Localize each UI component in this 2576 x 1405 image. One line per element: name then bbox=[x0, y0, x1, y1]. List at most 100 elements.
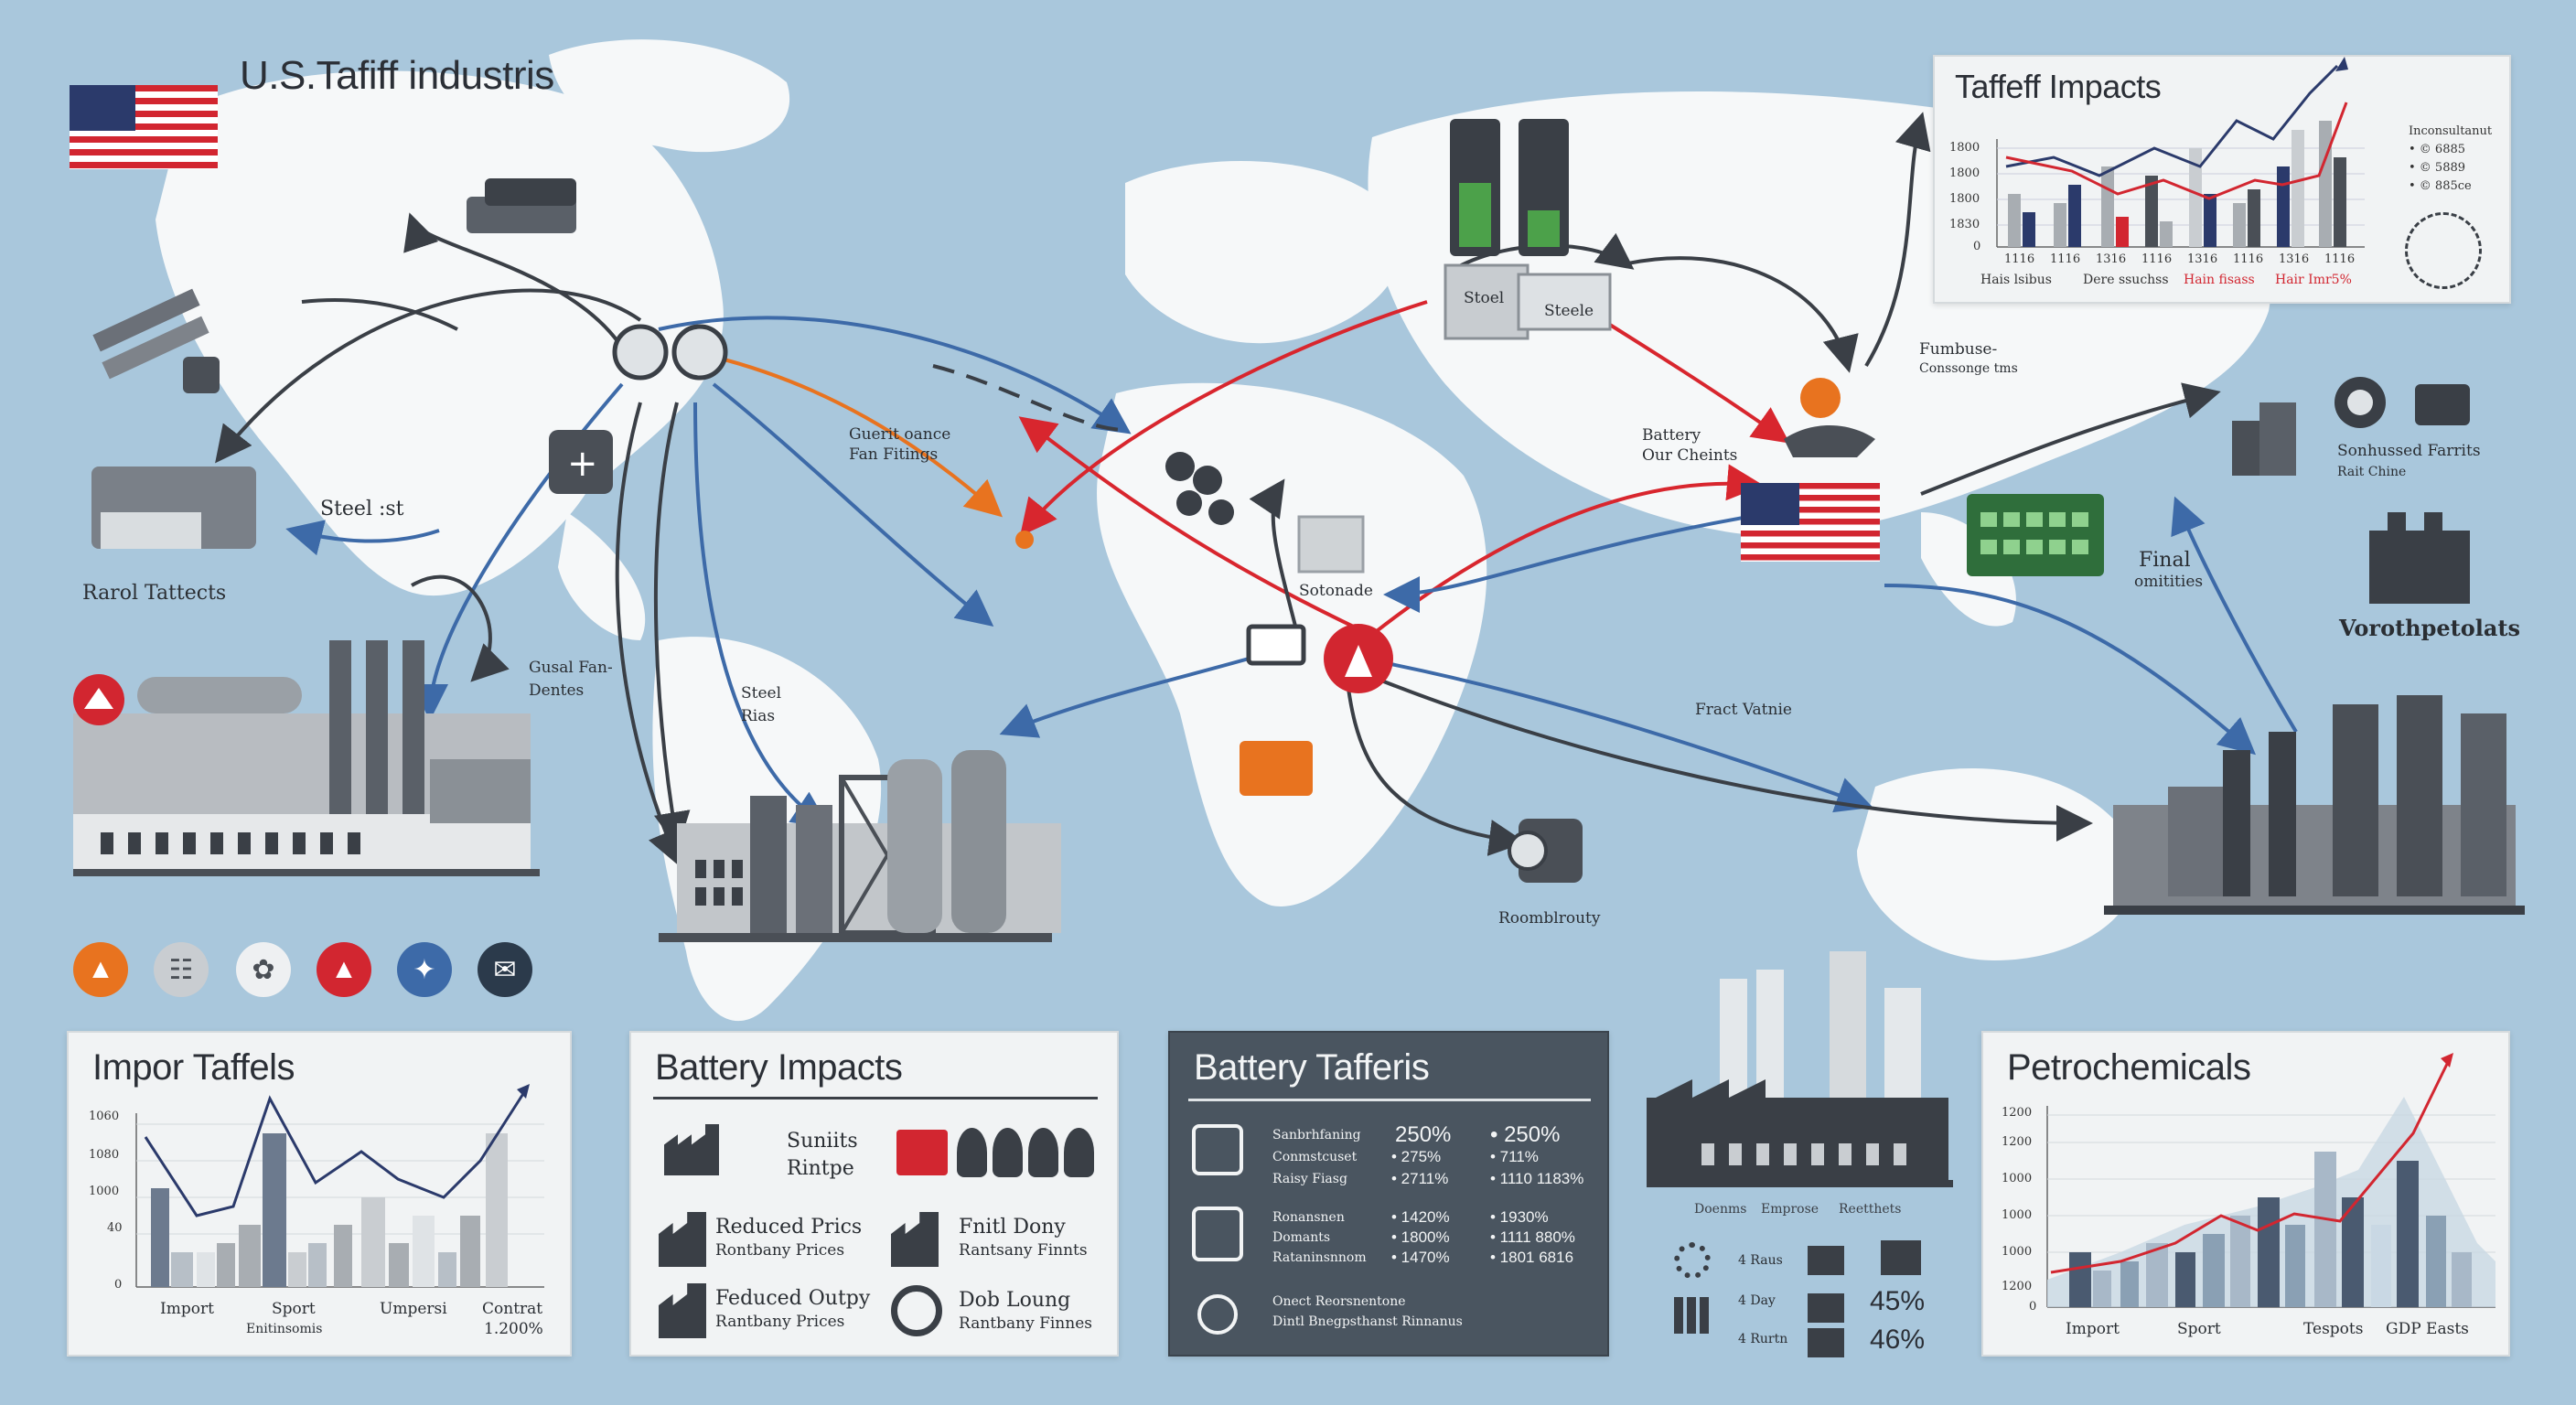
tariff-row-2-v1: • 2711% bbox=[1391, 1170, 1449, 1187]
top-y-tick-3: 1830 bbox=[1949, 218, 1980, 231]
map-label-sotonade: Sotonade bbox=[1299, 582, 1373, 600]
petro-y-tick-3: 1000 bbox=[2002, 1208, 2033, 1222]
handshake-icon[interactable]: ✿ bbox=[236, 942, 291, 997]
factory-stat-row-2-left: 4 Rurtn bbox=[1738, 1332, 1788, 1346]
top-category-2: Hain fisass bbox=[2184, 273, 2255, 287]
gear-icon bbox=[1674, 1242, 1711, 1279]
tariff-impacts-panel: Taffeff Impacts 1800 1800 1800 1830 0 11… bbox=[1933, 55, 2511, 304]
petro-y-tick-6: 0 bbox=[2029, 1300, 2037, 1314]
petro-x-label-0: Import bbox=[2066, 1320, 2120, 1338]
map-label-guard-1: Gusal Fan- bbox=[529, 659, 613, 677]
tariff-row-2-label: Raisy Fiasg bbox=[1272, 1172, 1347, 1186]
flame-icon[interactable]: ▲ bbox=[73, 942, 128, 997]
map-label-fract: Fract Vatnie bbox=[1695, 701, 1792, 719]
grid-icon bbox=[1674, 1297, 1711, 1334]
title-divider-dark bbox=[1188, 1099, 1591, 1101]
title-divider bbox=[653, 1097, 1098, 1099]
tariff-row-4-v2: • 1111 880% bbox=[1490, 1228, 1575, 1246]
petrochemicals-chart bbox=[2046, 1053, 2496, 1308]
battery-pack-icon bbox=[1192, 1124, 1243, 1175]
battery-stack-icon bbox=[1192, 1207, 1243, 1261]
tariff-row-7-label: Dintl Bnegpsthanst Rinnanus bbox=[1272, 1314, 1463, 1329]
map-label-guerit-1: Guerit oance bbox=[849, 425, 951, 444]
tariff-impacts-chart bbox=[1996, 57, 2365, 248]
top-y-tick-1: 1800 bbox=[1949, 166, 1980, 180]
map-label-guard-2: Dentes bbox=[529, 681, 585, 700]
tariff-row-3-v2: • 1930% bbox=[1490, 1208, 1549, 1226]
tariff-row-0-v1: 250% bbox=[1395, 1122, 1452, 1147]
top-category-0: Hais lsibus bbox=[1980, 273, 2052, 287]
top-x-tick-5: 1116 bbox=[2233, 252, 2264, 266]
battery-impact-4-l2: Rantbany Finnes bbox=[959, 1314, 1092, 1333]
map-label-fumbuse-2: Conssonge tms bbox=[1919, 361, 2018, 376]
top-legend-2: • © 5889 bbox=[2409, 161, 2466, 175]
tower-icon[interactable]: ☷ bbox=[154, 942, 209, 997]
battery-impact-2-l1: Fnitl Dony bbox=[959, 1216, 1066, 1239]
bird-icon[interactable]: ✦ bbox=[397, 942, 452, 997]
import-tariffs-title: Impor Taffels bbox=[92, 1047, 295, 1088]
map-label-guerit-2: Fan Fitings bbox=[849, 445, 939, 464]
top-category-3: Hair Imr5% bbox=[2275, 273, 2352, 287]
tariff-row-5-v2: • 1801 6816 bbox=[1490, 1249, 1574, 1266]
import-y-tick-4: 0 bbox=[114, 1278, 123, 1292]
people-group-icon bbox=[957, 1128, 1094, 1177]
petro-x-label-3: GDP Easts bbox=[2386, 1320, 2469, 1338]
factory-small-icon bbox=[1808, 1246, 1844, 1275]
top-x-tick-7: 1116 bbox=[2324, 252, 2356, 266]
tariff-row-5-label: Rataninsnnom bbox=[1272, 1250, 1367, 1265]
map-label-steel-rias-2: Rias bbox=[741, 707, 776, 725]
top-category-1: Dere ssuchss bbox=[2083, 273, 2169, 287]
tariff-row-1-label: Conmstcuset bbox=[1272, 1150, 1358, 1164]
factory-small-icon-3 bbox=[1808, 1293, 1844, 1323]
tariff-row-0-v2: • 250% bbox=[1490, 1122, 1561, 1147]
top-y-tick-4: 0 bbox=[1973, 240, 1981, 253]
petro-x-label-2: Tespots bbox=[2303, 1320, 2364, 1338]
factory-stat-row-0-left: 4 Raus bbox=[1738, 1253, 1783, 1268]
battery-impact-2-l2: Rantsany Finnts bbox=[959, 1241, 1088, 1260]
tariff-row-0-label: Sanbrhfaning bbox=[1272, 1128, 1361, 1142]
tariff-row-3-label: Ronansnen bbox=[1272, 1210, 1345, 1225]
map-label-battery-2: Our Cheints bbox=[1642, 446, 1738, 465]
battery-impact-1-l1: Reduced Prics bbox=[715, 1216, 863, 1239]
map-label-final-2: omitities bbox=[2134, 573, 2204, 591]
map-label-battery-1: Battery bbox=[1642, 426, 1701, 445]
factory-small-icon-4 bbox=[1808, 1328, 1844, 1357]
hand-icon bbox=[1197, 1294, 1238, 1335]
page-title: U.S.Tafiff industris bbox=[240, 53, 554, 98]
petro-x-label-1: Sport bbox=[2177, 1320, 2221, 1338]
map-label-steel-st: Steel :st bbox=[320, 498, 404, 520]
map-label-sonhussed-1: Sonhussed Farrits bbox=[2337, 442, 2481, 460]
petro-y-tick-4: 1000 bbox=[2002, 1245, 2033, 1259]
factory-stat-label-2: Reetthets bbox=[1839, 1202, 1902, 1217]
battery-impact-3-l2: Rantbany Prices bbox=[715, 1313, 845, 1331]
import-y-tick-0: 1060 bbox=[89, 1110, 120, 1123]
factory-stat-row-1-left: 4 Day bbox=[1738, 1293, 1776, 1308]
battery-impact-0-l2: Rintpe bbox=[787, 1157, 854, 1180]
petrochemicals-panel: Petrochemicals 1200 1200 1000 1000 1000 … bbox=[1981, 1031, 2510, 1357]
import-x-label-2: Umpersi bbox=[380, 1300, 447, 1318]
tariff-row-3-v1: • 1420% bbox=[1391, 1208, 1450, 1226]
alert-box-icon bbox=[896, 1130, 948, 1175]
tariff-row-6-label: Onect Reorsnentone bbox=[1272, 1294, 1406, 1309]
svg-text:+: + bbox=[567, 443, 598, 485]
factory-stat-label-1: Emprose bbox=[1761, 1202, 1819, 1217]
import-x-label-1: Sport bbox=[272, 1300, 316, 1318]
import-tariffs-chart bbox=[135, 1084, 544, 1288]
top-x-tick-3: 1116 bbox=[2141, 252, 2173, 266]
top-x-tick-2: 1316 bbox=[2096, 252, 2127, 266]
top-legend-0: Inconsultanut bbox=[2409, 124, 2493, 138]
map-label-roomb: Roomblrouty bbox=[1498, 909, 1601, 928]
import-y-tick-3: 40 bbox=[107, 1221, 123, 1235]
mail-icon[interactable]: ✉ bbox=[478, 942, 532, 997]
factory-stat-row-1-value: 45% bbox=[1870, 1286, 1926, 1316]
tariff-row-1-v2: • 711% bbox=[1490, 1148, 1539, 1165]
import-x-label-3: Contrat bbox=[482, 1300, 543, 1318]
map-label-stoel: Stoel bbox=[1464, 289, 1505, 307]
petro-y-tick-2: 1000 bbox=[2002, 1172, 2033, 1185]
warning-icon[interactable]: ▲ bbox=[317, 942, 371, 997]
petro-y-tick-1: 1200 bbox=[2002, 1135, 2033, 1149]
battery-impacts-title: Battery Impacts bbox=[655, 1047, 903, 1088]
legend-seal-icon bbox=[2405, 212, 2482, 289]
import-y-tick-1: 1080 bbox=[89, 1148, 120, 1162]
battery-impact-0-l1: Suniits bbox=[787, 1130, 858, 1153]
